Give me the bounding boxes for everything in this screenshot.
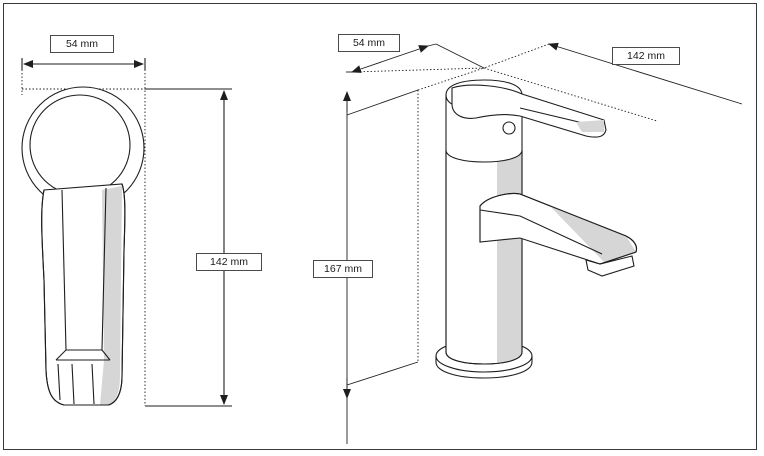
front-width-dimension [21, 58, 146, 70]
front-view [21, 58, 232, 407]
iso-faucet [435, 79, 638, 379]
front-height-dimension [145, 88, 232, 407]
front-lever-body [41, 183, 126, 406]
drawing-frame [3, 3, 757, 450]
front-width-label: 54 mm [50, 35, 114, 53]
front-handle-disc [21, 86, 145, 210]
iso-view [343, 42, 743, 444]
iso-dimension-lines [343, 42, 743, 444]
iso-width-label: 54 mm [338, 34, 400, 52]
iso-height-label: 167 mm [313, 260, 373, 278]
iso-depth-label: 142 mm [612, 47, 680, 65]
front-height-label: 142 mm [196, 253, 262, 271]
front-extension-lines [21, 66, 146, 406]
